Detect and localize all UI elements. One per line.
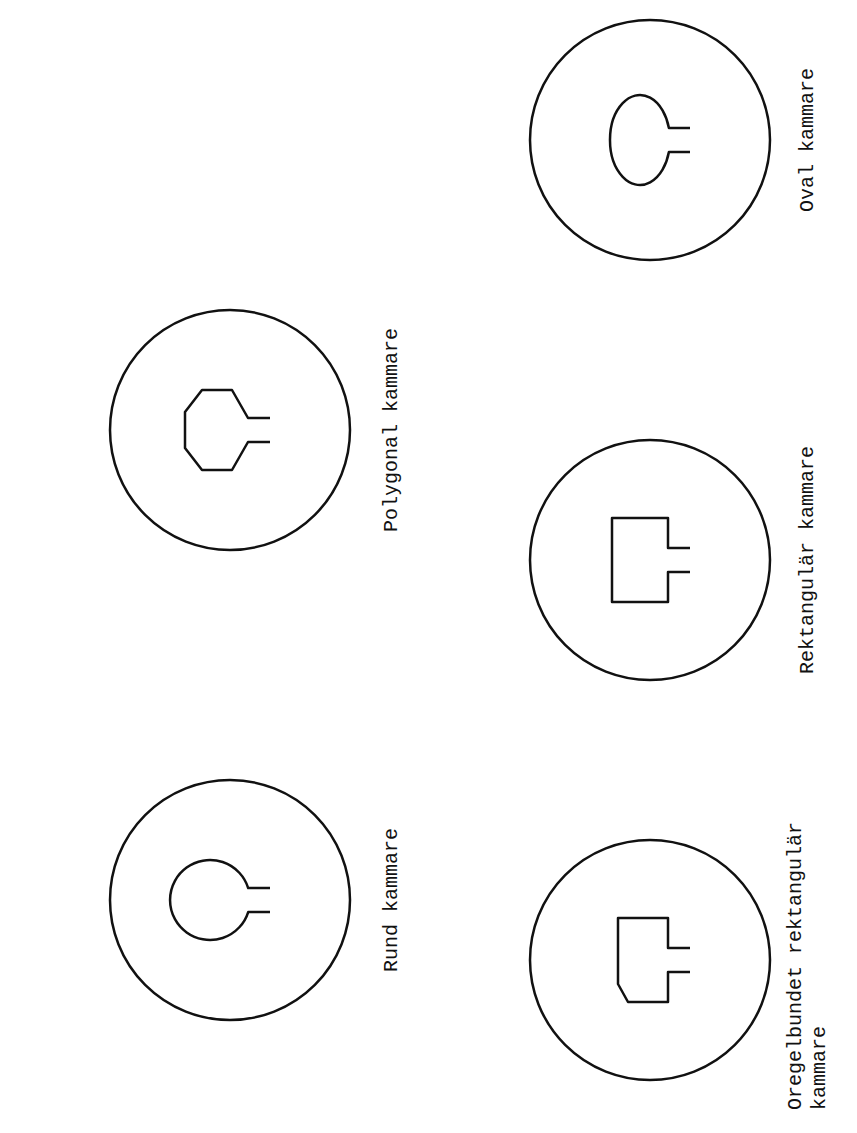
oval-chamber-figure: [530, 20, 770, 260]
figure-caption: Rektangulär kammare: [796, 446, 820, 674]
irregular-rectangular-chamber-figure: [530, 840, 770, 1080]
figure-caption: Polygonal kammare: [380, 328, 404, 532]
polygonal-chamber-figure: [110, 310, 350, 550]
figure-caption: Oregelbundet rektangulär kammare: [784, 810, 832, 1110]
round-chamber-figure: [110, 780, 350, 1020]
figure-caption: Rund kammare: [380, 828, 404, 972]
rectangular-chamber-figure: [530, 440, 770, 680]
figure-caption: Oval kammare: [796, 68, 820, 212]
